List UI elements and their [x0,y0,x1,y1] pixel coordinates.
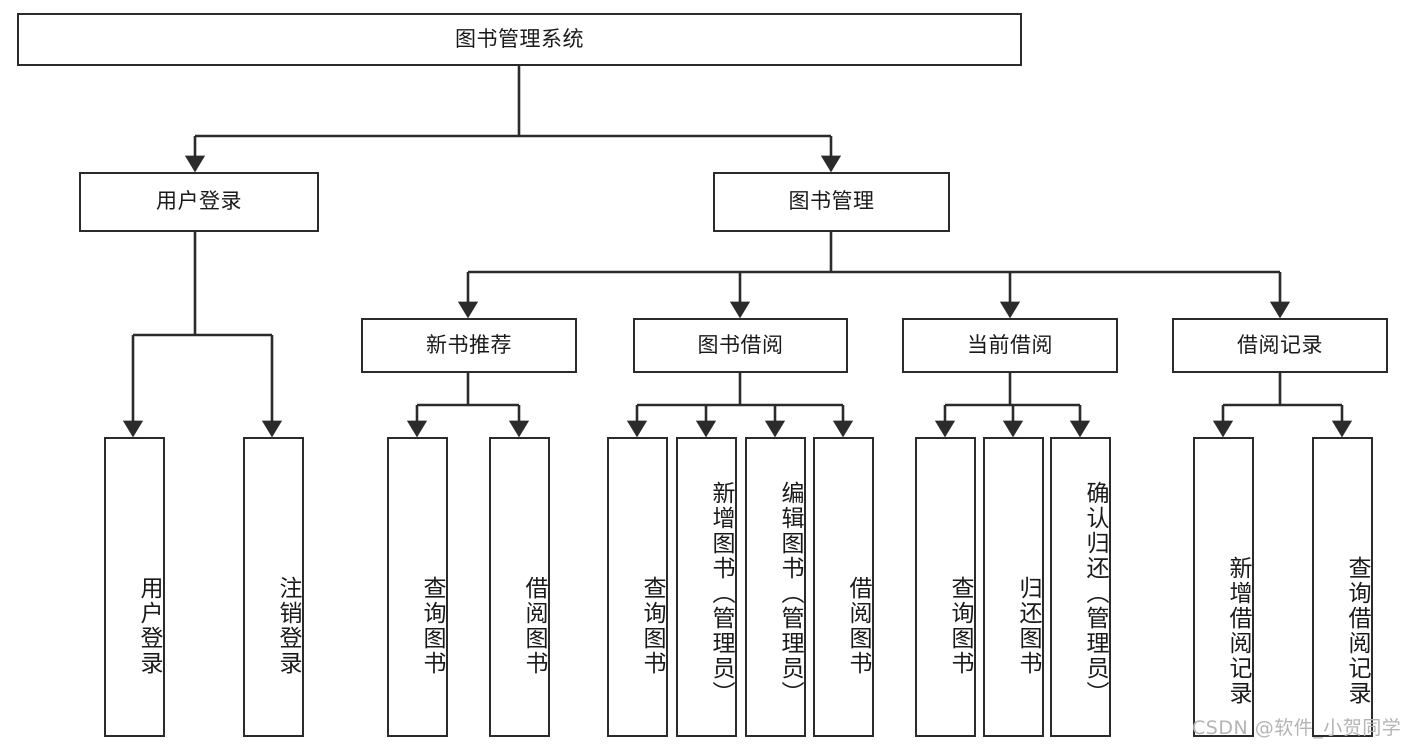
node-book-borrow[interactable]: 图书借阅 [633,318,848,373]
node-leaf-query-record[interactable]: 查询借阅记录 [1312,437,1373,737]
node-label: 新书推荐 [426,332,512,357]
node-label: 查询借阅记录 [1344,556,1370,706]
node-label: 用户登录 [136,576,162,676]
node-label: 注销登录 [275,576,301,676]
node-root-book-management-system[interactable]: 图书管理系统 [17,13,1022,66]
node-leaf-borrow-book-1[interactable]: 借阅图书 [489,437,550,737]
node-leaf-add-record[interactable]: 新增借阅记录 [1193,437,1254,737]
node-label: 图书借阅 [697,332,784,357]
node-label: 用户登录 [156,189,242,214]
node-label: 查询图书 [639,576,665,676]
node-new-book-recommend[interactable]: 新书推荐 [361,318,577,373]
node-label: 新增图书（管理员） [708,480,734,706]
node-current-borrow[interactable]: 当前借阅 [902,318,1118,373]
node-label: 当前借阅 [967,332,1053,357]
node-leaf-edit-book[interactable]: 编辑图书（管理员） [745,437,806,737]
node-label: 图书管理 [788,189,875,214]
csdn-watermark: CSDN @软件_小贺同学 [1192,717,1402,739]
node-label: 归还图书 [1015,576,1041,676]
node-label: 查询图书 [419,576,445,676]
node-book-management[interactable]: 图书管理 [713,172,950,232]
node-leaf-confirm-return[interactable]: 确认归还（管理员） [1050,437,1111,737]
node-leaf-borrow-book-2[interactable]: 借阅图书 [813,437,874,737]
node-leaf-user-login[interactable]: 用户登录 [104,437,165,737]
node-leaf-logout-login[interactable]: 注销登录 [243,437,304,737]
node-label: 确认归还（管理员） [1082,480,1108,706]
node-label: 编辑图书（管理员） [777,480,803,706]
node-label: 借阅记录 [1237,332,1323,357]
node-leaf-query-book-1[interactable]: 查询图书 [387,437,448,737]
node-label: 查询图书 [947,576,973,676]
node-leaf-query-book-2[interactable]: 查询图书 [607,437,668,737]
node-leaf-query-book-3[interactable]: 查询图书 [915,437,976,737]
node-leaf-return-book[interactable]: 归还图书 [983,437,1044,737]
node-leaf-add-book[interactable]: 新增图书（管理员） [676,437,737,737]
node-label: 新增借阅记录 [1225,556,1251,706]
node-user-login[interactable]: 用户登录 [79,172,319,232]
node-label: 借阅图书 [845,576,871,676]
node-borrow-record[interactable]: 借阅记录 [1172,318,1388,373]
node-label: 图书管理系统 [455,26,584,51]
node-label: 借阅图书 [521,576,547,676]
